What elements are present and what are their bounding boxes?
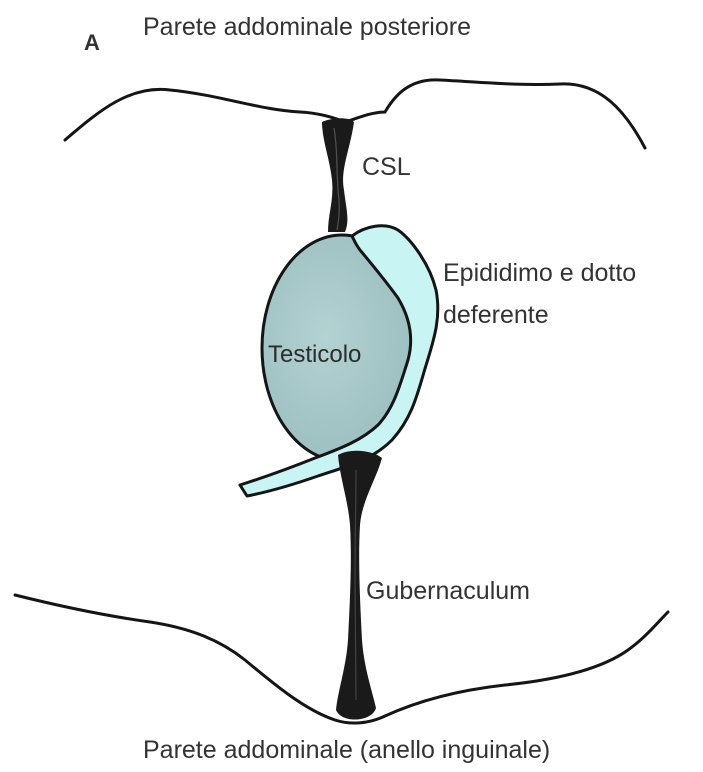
epididymis-label-line2: deferente — [443, 300, 549, 330]
epididymis-label-line1: Epididimo e dotto — [443, 258, 636, 288]
gubernaculum-label: Gubernaculum — [366, 576, 530, 606]
posterior-abdominal-wall-line — [65, 80, 645, 148]
bottom-wall-label: Parete addominale (anello inguinale) — [143, 735, 550, 765]
panel-letter: A — [84, 30, 100, 56]
csl-ligament — [322, 118, 354, 232]
testis-label: Testicolo — [268, 340, 361, 370]
csl-label: CSL — [362, 152, 411, 182]
top-wall-label: Parete addominale posteriore — [143, 12, 471, 42]
